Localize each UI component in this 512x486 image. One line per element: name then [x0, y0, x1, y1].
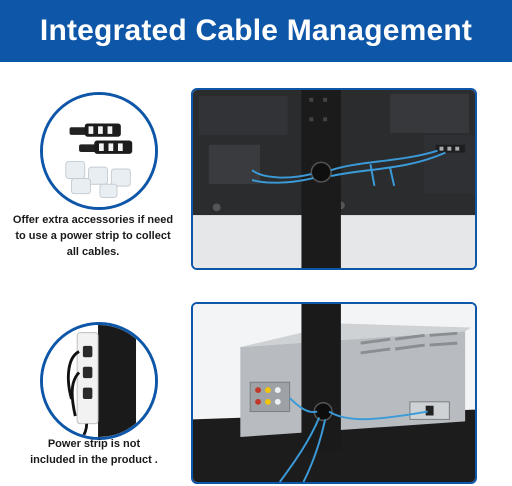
- banner-title: Integrated Cable Management: [39, 14, 473, 47]
- header-banner: Integrated Cable Management: [0, 0, 512, 62]
- power-strip-caption: Power strip is not included in the produ…: [14, 436, 174, 468]
- caption-line: included in the product .: [30, 454, 158, 466]
- accessories-caption: Offer extra accessories if need to use a…: [6, 212, 180, 260]
- cable-clips-illustration: [43, 95, 155, 207]
- amplifier-cable-illustration: [193, 304, 475, 482]
- caption-line: Power strip is not: [47, 438, 141, 450]
- tv-back-cable-illustration: [193, 90, 475, 268]
- caption-line: Offer extra accessories if need: [12, 214, 174, 226]
- power-strip-circle: [40, 322, 158, 440]
- caption-line: all cables.: [66, 246, 120, 258]
- tv-back-photo: [191, 88, 477, 270]
- caption-line: to use a power strip to collect: [15, 230, 171, 242]
- accessories-circle: [40, 92, 158, 210]
- power-strip-illustration: [43, 325, 155, 437]
- amplifier-photo: [191, 302, 477, 484]
